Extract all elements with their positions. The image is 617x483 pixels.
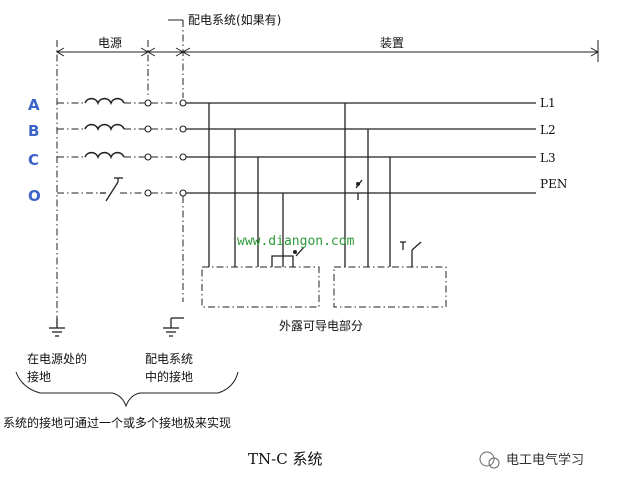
wechat-icon — [479, 451, 495, 467]
grounding-note: 系统的接地可通过一个或多个接地极来实现 — [3, 415, 231, 430]
distribution-label: 配电系统(如果有) — [188, 12, 281, 27]
node-source-l3 — [144, 153, 152, 161]
distribution-earth — [163, 196, 184, 337]
bus-lines — [186, 102, 536, 194]
exposed-conductive-part-2 — [333, 266, 447, 308]
phase-label-a: A — [28, 96, 40, 114]
line-label-pen: PEN — [540, 177, 567, 191]
watermark-text: 电工电气学习 — [506, 452, 584, 468]
earth-at-source-line1: 在电源处的 — [27, 351, 87, 366]
grouping-brace — [15, 371, 239, 408]
installation-label: 装置 — [380, 36, 404, 50]
source-earth — [49, 318, 65, 337]
coil-l1 — [84, 97, 125, 106]
node-source-l1 — [144, 99, 152, 107]
exposed-parts-label: 外露可导电部分 — [279, 318, 363, 333]
earth-at-source-line2: 接地 — [27, 369, 51, 384]
diagram-caption: TN-C 系统 — [248, 450, 322, 468]
phase-label-o: O — [28, 187, 41, 205]
source-label: 电源 — [98, 36, 122, 50]
dimension-lines — [55, 19, 600, 318]
phase-label-b: B — [28, 122, 39, 140]
coil-l3 — [84, 151, 125, 160]
line-label-l1: L1 — [540, 96, 556, 110]
node-source-pen — [144, 189, 152, 197]
line-label-l2: L2 — [540, 123, 556, 137]
website-text: www.diangon.com — [237, 234, 355, 249]
phase-label-c: C — [28, 151, 39, 169]
node-dist-l1 — [179, 99, 187, 107]
node-dist-l3 — [179, 153, 187, 161]
node-source-l2 — [144, 125, 152, 133]
source-windings — [57, 97, 187, 202]
load-1-connections — [208, 103, 305, 267]
watermark: 电工电气学习 — [479, 451, 584, 469]
load-2-connections — [344, 103, 422, 267]
earth-in-distribution-line1: 配电系统 — [145, 352, 193, 366]
node-dist-pen — [179, 189, 187, 197]
line-label-l3: L3 — [540, 151, 556, 165]
earth-in-distribution-line2: 中的接地 — [145, 369, 193, 384]
coil-l2 — [84, 123, 125, 132]
node-dist-l2 — [179, 125, 187, 133]
exposed-conductive-part-1 — [201, 266, 320, 308]
